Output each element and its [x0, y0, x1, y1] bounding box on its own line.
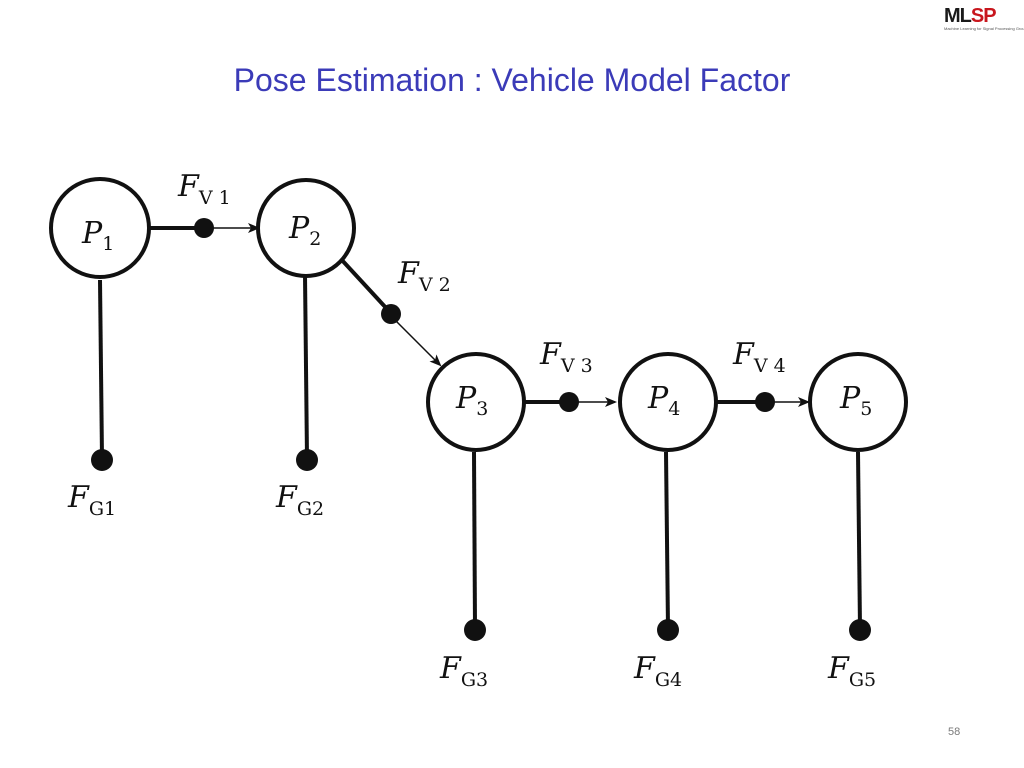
- slide-title: Pose Estimation : Vehicle Model Factor: [233, 62, 791, 98]
- edge-p3-fg3: [472, 451, 477, 629]
- arrow-fv2-p3: [394, 319, 442, 367]
- factor-label-fv3: FV 3: [539, 337, 593, 377]
- pose-node-p3: [426, 352, 526, 452]
- pose-label-p5: P5: [839, 381, 872, 420]
- factor-dot-fg4: [657, 619, 679, 641]
- edge-p2-fv2: [338, 256, 390, 312]
- factor-label-fg5: FG5: [827, 651, 876, 691]
- factor-dot-fv3: [559, 392, 579, 412]
- edge-p1-fg1: [98, 279, 104, 459]
- factor-label-fv2: FV 2: [397, 256, 451, 296]
- factor-label-fg3: FG3: [439, 651, 488, 691]
- factor-label-fg2: FG2: [275, 480, 324, 520]
- factor-dot-fg1: [91, 449, 113, 471]
- pose-node-p1: [49, 177, 151, 279]
- page-number: 58: [948, 726, 961, 738]
- pose-label-p4: P4: [647, 381, 680, 420]
- logo-ml: ML: [944, 5, 972, 27]
- factor-dot-fv4: [755, 392, 775, 412]
- factor-dot-fg3: [464, 619, 486, 641]
- factor-dot-fg5: [849, 619, 871, 641]
- edge-p4-fg4: [664, 451, 670, 629]
- factor-label-fg1: FG1: [67, 480, 116, 520]
- factor-dot-fv2: [381, 304, 401, 324]
- pose-node-p2: [256, 178, 356, 278]
- mlsp-logo: MLSP Machine Learning for Signal Process…: [944, 6, 1024, 40]
- pose-node-p4: [618, 352, 718, 452]
- edge-p2-fg2: [303, 274, 309, 459]
- pose-label-p1: P1: [81, 216, 114, 255]
- logo-tagline: Machine Learning for Signal Processing G…: [944, 26, 1024, 31]
- factor-label-fg4: FG4: [633, 651, 682, 691]
- factor-dot-fv1: [194, 218, 214, 238]
- factor-dot-fg2: [296, 449, 318, 471]
- pose-node-p5: [808, 352, 908, 452]
- factor-label-fv1: FV 1: [177, 169, 231, 209]
- pose-label-p3: P3: [455, 381, 488, 420]
- pose-label-p2: P2: [288, 211, 321, 250]
- logo-sp: SP: [970, 5, 997, 27]
- edge-p5-fg5: [856, 451, 862, 629]
- factor-label-fv4: FV 4: [732, 337, 786, 377]
